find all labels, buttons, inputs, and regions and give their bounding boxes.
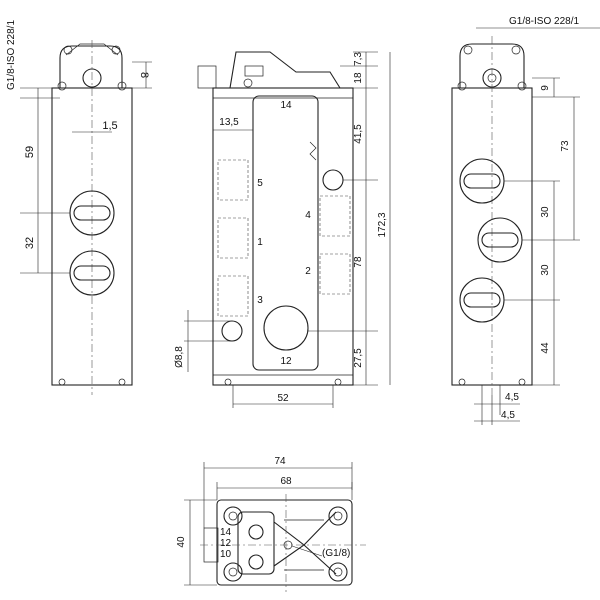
- top-dim-74: 74: [274, 456, 286, 467]
- top-bolt-tl-inner: [228, 511, 238, 521]
- front-dim-8: 8: [138, 72, 150, 78]
- front-screw-right-top: [111, 45, 121, 55]
- top-view: 74 68 40 14 12 10 (G1/8): [176, 456, 366, 592]
- rear-screw-right: [517, 81, 527, 91]
- front-screw-bottom-left: [58, 378, 66, 386]
- side-hidden-port-3: [217, 275, 249, 317]
- side-hidden-port-5: [217, 159, 249, 201]
- top-g18-leader: [291, 545, 323, 557]
- top-label-14: 14: [220, 527, 232, 538]
- rear-knob-middle-slot: [481, 232, 519, 248]
- top-bolt-br: [328, 562, 348, 582]
- top-dim-68: 68: [280, 476, 292, 487]
- rear-knob-upper: [459, 158, 505, 204]
- top-bolt-br-inner: [333, 567, 343, 577]
- rear-dim-30b: 30: [540, 264, 551, 276]
- front-screw-left: [57, 81, 67, 91]
- front-view: 59 32 8 1,5 G1/8-ISO 228/1: [6, 20, 152, 395]
- rear-dim-9: 9: [540, 85, 551, 91]
- side-dim-7-3: 7,3: [353, 52, 364, 66]
- rear-dim-30a: 30: [540, 206, 551, 218]
- side-screw-head: [244, 65, 264, 77]
- top-manifold-left: [273, 521, 305, 567]
- rear-screw-br: [518, 378, 526, 386]
- rear-knob-middle: [477, 217, 523, 263]
- front-dim-1-5: 1,5: [102, 120, 117, 132]
- side-view: 14 5 4 1 2 3 12 7,3 18 41,5 78 27,5 172,…: [174, 51, 391, 408]
- front-knob-upper-slot: [73, 205, 111, 221]
- side-dim-41-5: 41,5: [353, 124, 364, 144]
- front-thread-label: G1/8-ISO 228/1: [6, 20, 17, 90]
- rear-head-block: [459, 43, 525, 88]
- side-port-4: 4: [305, 210, 311, 221]
- side-dim-13-5: 13,5: [219, 117, 239, 128]
- rear-thread-label: G1/8-ISO 228/1: [509, 16, 579, 27]
- front-screw-bottom-right: [118, 378, 126, 386]
- side-dim-78: 78: [353, 256, 364, 268]
- front-screw-right: [117, 81, 127, 91]
- side-hidden-port-2: [319, 253, 351, 295]
- side-body-outline: [212, 87, 354, 386]
- rear-knob-lower-slot: [463, 292, 501, 308]
- side-port-12: 12: [280, 356, 292, 367]
- side-dim-27-5: 27,5: [353, 348, 364, 368]
- side-dim-172-3: 172,3: [377, 212, 388, 237]
- side-port-5: 5: [257, 178, 263, 189]
- rear-knob-upper-slot: [463, 173, 501, 189]
- side-port-1: 1: [257, 237, 263, 248]
- side-hidden-port-4: [319, 195, 351, 237]
- side-small-screw: [243, 78, 253, 88]
- side-screw-br: [334, 378, 342, 386]
- top-screw-upper: [248, 524, 264, 540]
- side-left-fitting: [197, 65, 217, 89]
- front-dim-59: 59: [24, 146, 36, 158]
- top-label-10: 10: [220, 549, 232, 560]
- front-screw-left-top: [63, 45, 73, 55]
- rear-dim-44: 44: [540, 342, 551, 354]
- side-inner-slide: [252, 95, 319, 371]
- top-body-outline: [216, 499, 353, 586]
- rear-screw-right-top: [511, 45, 521, 55]
- side-port-2: 2: [305, 266, 311, 277]
- side-dim-18: 18: [353, 72, 364, 84]
- front-dim-32: 32: [24, 237, 36, 249]
- side-dim-dia-8-8: Ø8,8: [174, 346, 185, 368]
- side-hidden-port-1: [217, 217, 249, 259]
- rear-dim-4-5b: 4,5: [501, 410, 515, 421]
- side-screw-bl: [224, 378, 232, 386]
- front-knob-lower: [69, 250, 115, 296]
- side-hole-left: [221, 320, 243, 342]
- top-bolt-bl: [223, 562, 243, 582]
- top-label-g18: (G1/8): [322, 548, 350, 559]
- top-bolt-tr-inner: [333, 511, 343, 521]
- rear-screw-left: [457, 81, 467, 91]
- top-bolt-tl: [223, 506, 243, 526]
- top-label-12: 12: [220, 538, 232, 549]
- top-bolt-tr: [328, 506, 348, 526]
- rear-screw-left-top: [463, 45, 473, 55]
- side-hole-large: [263, 305, 309, 351]
- rear-view: G1/8-ISO 228/1 9 73 30 30 44 4,5 4,5: [451, 16, 600, 425]
- side-break-mark: [309, 141, 317, 161]
- side-port-3: 3: [257, 295, 263, 306]
- top-bolt-bl-inner: [228, 567, 238, 577]
- side-dim-52: 52: [277, 393, 289, 404]
- rear-dim-73: 73: [560, 140, 571, 152]
- top-manifold-edges: [284, 519, 324, 571]
- top-screw-lower: [248, 554, 264, 570]
- rear-dim-4-5a: 4,5: [505, 392, 519, 403]
- side-port-14: 14: [280, 100, 292, 111]
- rear-knob-lower: [459, 277, 505, 323]
- top-dim-40: 40: [176, 536, 187, 548]
- front-knob-lower-slot: [73, 265, 111, 281]
- rear-screw-bl: [458, 378, 466, 386]
- front-head-block: [59, 45, 123, 88]
- side-head-block: [229, 51, 341, 89]
- top-valve-head: [237, 511, 275, 575]
- side-hole-right: [322, 169, 344, 191]
